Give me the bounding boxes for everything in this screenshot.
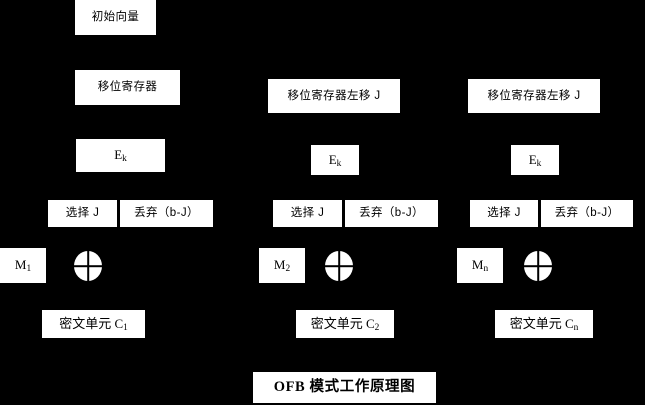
encrypt-box-stage-n: Ek xyxy=(511,145,559,175)
discard-box-stage-2: 丢弃（b-J） xyxy=(345,200,438,227)
plaintext-label-stage-1: M1 xyxy=(14,257,32,275)
discard-label-stage-n: 丢弃（b-J） xyxy=(554,207,620,220)
plaintext-label-stage-2: M2 xyxy=(273,257,291,275)
shift-register-box-stage-2: 移位寄存器左移 J xyxy=(268,79,400,113)
shift-register-box-stage-1: 移位寄存器 xyxy=(75,70,180,105)
diagram-title: OFB 模式工作原理图 xyxy=(273,378,416,395)
select-box-stage-n: 选择 J xyxy=(470,200,538,227)
diagram-title-box: OFB 模式工作原理图 xyxy=(253,372,436,403)
select-box-stage-2: 选择 J xyxy=(273,200,342,227)
shift-register-label-stage-n: 移位寄存器左移 J xyxy=(487,89,581,102)
discard-box-stage-n: 丢弃（b-J） xyxy=(541,200,633,227)
ciphertext-box-stage-1: 密文单元 C1 xyxy=(42,310,145,338)
plaintext-box-stage-n: Mn xyxy=(457,248,503,283)
xor-icon-stage-2 xyxy=(325,251,353,281)
encrypt-label-stage-1: Ek xyxy=(114,147,127,165)
encrypt-label-stage-n: Ek xyxy=(528,151,542,169)
discard-label-stage-1: 丢弃（b-J） xyxy=(134,207,199,220)
plaintext-box-stage-2: M2 xyxy=(259,248,305,283)
initial-vector-label: 初始向量 xyxy=(91,11,140,24)
discard-box-stage-1: 丢弃（b-J） xyxy=(120,200,213,227)
ciphertext-label-stage-2: 密文单元 C2 xyxy=(310,315,380,333)
discard-label-stage-2: 丢弃（b-J） xyxy=(359,207,424,220)
select-label-stage-2: 选择 J xyxy=(290,207,325,220)
shift-register-label-stage-1: 移位寄存器 xyxy=(97,81,158,94)
shift-register-box-stage-n: 移位寄存器左移 J xyxy=(468,79,600,113)
plaintext-box-stage-1: M1 xyxy=(0,248,46,283)
select-label-stage-n: 选择 J xyxy=(487,207,521,220)
encrypt-label-stage-2: Ek xyxy=(328,151,342,169)
encrypt-box-stage-1: Ek xyxy=(76,139,165,172)
select-box-stage-1: 选择 J xyxy=(48,200,117,227)
shift-register-label-stage-2: 移位寄存器左移 J xyxy=(287,89,381,102)
xor-icon-stage-1 xyxy=(74,251,102,281)
ciphertext-label-stage-n: 密文单元 Cn xyxy=(509,315,579,333)
ciphertext-box-stage-2: 密文单元 C2 xyxy=(296,310,394,338)
xor-icon-stage-n xyxy=(524,251,552,281)
encrypt-box-stage-2: Ek xyxy=(311,145,359,175)
ciphertext-box-stage-n: 密文单元 Cn xyxy=(495,310,593,338)
ciphertext-label-stage-1: 密文单元 C1 xyxy=(59,315,128,333)
select-label-stage-1: 选择 J xyxy=(65,207,100,220)
plaintext-label-stage-n: Mn xyxy=(471,257,489,275)
initial-vector-box: 初始向量 xyxy=(75,0,156,35)
